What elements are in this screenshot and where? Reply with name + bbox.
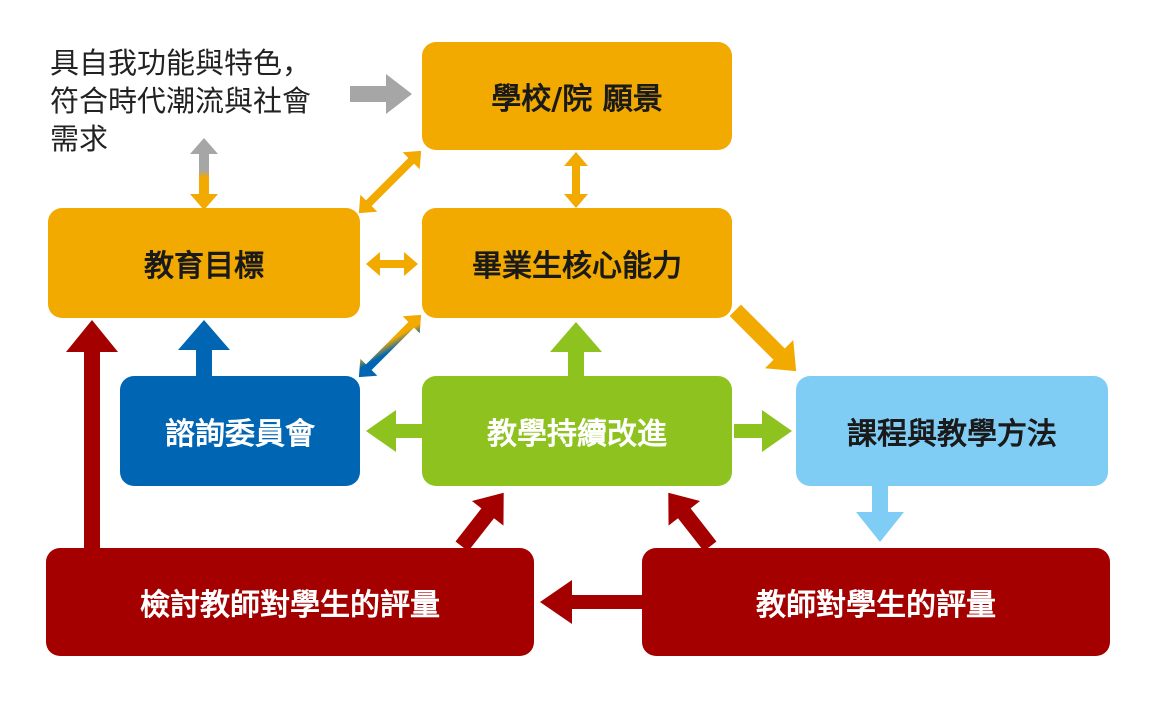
context-note-line-2: 符合時代潮流與社會 [50, 84, 312, 118]
node-review: 檢討教師對學生的評量 [46, 548, 534, 656]
arrow-advisory-competency [358, 314, 422, 378]
node-assessment: 教師對學生的評量 [642, 548, 1110, 656]
node-advisory: 諮詢委員會 [120, 376, 360, 486]
arrow-review-to-improve [455, 492, 504, 552]
node-vision: 學校/院 願景 [422, 42, 732, 150]
node-competency: 畢業生核心能力 [422, 208, 732, 318]
arrow-improve-to-competency [550, 322, 602, 376]
arrow-note-goals [190, 138, 218, 210]
arrow-courses-to-assessment [856, 484, 904, 542]
context-note: 具自我功能與特色， 符合時代潮流與社會 需求 [50, 44, 350, 158]
context-note-line-3: 需求 [50, 122, 109, 156]
node-courses: 課程與教學方法 [796, 376, 1108, 486]
arrow-note-to-vision [350, 74, 412, 114]
node-improve-label: 教學持續改進 [487, 417, 667, 452]
node-competency-label: 畢業生核心能力 [472, 249, 682, 284]
node-courses-label: 課程與教學方法 [847, 417, 1057, 452]
arrow-improve-to-courses [734, 410, 792, 452]
node-advisory-label: 諮詢委員會 [165, 417, 315, 452]
node-vision-label: 學校/院 願景 [491, 82, 663, 117]
arrow-review-to-goals [66, 320, 118, 548]
context-note-line-1: 具自我功能與特色， [50, 46, 312, 80]
arrow-assessment-to-review [540, 580, 642, 624]
node-improve: 教學持續改進 [422, 376, 732, 486]
node-assessment-label: 教師對學生的評量 [756, 588, 996, 623]
arrow-vision-competency [564, 152, 588, 208]
node-goals: 教育目標 [48, 208, 360, 318]
arrow-improve-to-advisory [366, 410, 422, 452]
arrow-assessment-to-improve [668, 492, 717, 552]
arrow-goals-vision [358, 150, 422, 214]
node-review-label: 檢討教師對學生的評量 [140, 588, 440, 623]
arrow-goals-competency [366, 252, 418, 276]
arrow-competency-to-courses [729, 304, 797, 372]
arrow-advisory-to-goals [178, 320, 230, 376]
node-goals-label: 教育目標 [144, 249, 264, 284]
